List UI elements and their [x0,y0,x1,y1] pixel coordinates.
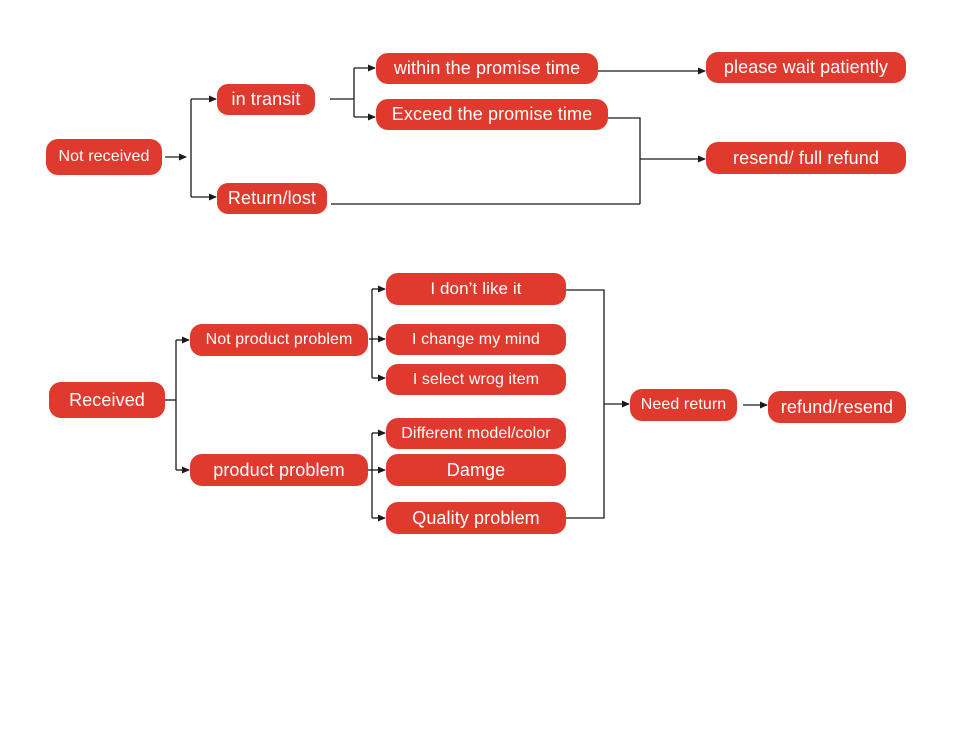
node-need-return: Need return [630,389,737,421]
node-in-transit: in transit [217,84,315,115]
node-refund-resend: refund/resend [768,391,906,423]
node-different-model-color: Different model/color [386,418,566,449]
node-within-promise-time: within the promise time [376,53,598,84]
node-quality-problem: Quality problem [386,502,566,534]
line-exceed-to-merge [608,117,641,204]
node-resend-full-refund: resend/ full refund [706,142,906,174]
node-not-product-problem: Not product problem [190,324,368,356]
node-not-received: Not received [46,139,162,175]
node-received: Received [49,382,165,418]
node-please-wait-patiently: please wait patiently [706,52,906,83]
node-change-my-mind: I change my mind [386,324,566,355]
node-damage: Damge [386,454,566,486]
node-return-lost: Return/lost [217,183,327,214]
node-product-problem: product problem [190,454,368,486]
node-select-wrong-item: I select wrog item [386,364,566,395]
line-dont-like-to-merge [566,289,605,519]
node-dont-like-it: I don’t like it [386,273,566,305]
node-exceed-promise-time: Exceed the promise time [376,99,608,130]
